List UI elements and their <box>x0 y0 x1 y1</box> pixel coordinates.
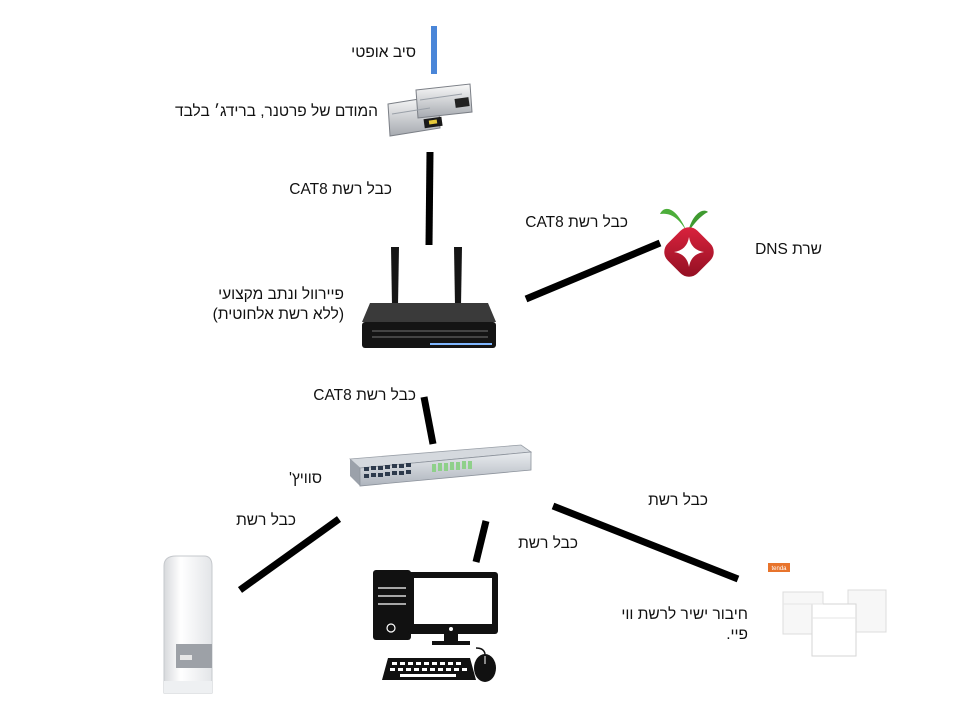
link-switch-mesh <box>551 502 740 583</box>
link-router-switch <box>420 396 437 445</box>
nas-drive-icon <box>163 555 213 694</box>
cable-router-switch-label: כבל רשת CAT8 <box>313 387 416 404</box>
mesh-badge-text: tenda <box>771 566 787 572</box>
cable-router-dns-label: כבל רשת CAT8 <box>525 214 628 231</box>
wifi-label-line2: פיי. <box>726 626 748 643</box>
link-router-dns <box>524 239 662 303</box>
cable-pc-label: כבל רשת <box>518 535 578 552</box>
sfp-module-icon <box>387 83 473 137</box>
firewall-label-line1: פיירוול ונתב מקצועי <box>218 286 344 303</box>
pihole-icon <box>660 208 714 277</box>
desktop-computer-icon <box>373 570 498 682</box>
link-modem-router <box>425 151 434 246</box>
wifi-label-line1: חיבור ישיר לרשת ווי <box>621 606 748 623</box>
cable-modem-router-label: כבל רשת CAT8 <box>289 181 392 198</box>
modem-label: המודם של פרטנר, ברידג׳ בלבד <box>175 103 378 120</box>
firewall-label-line2: (ללא רשת אלחוטית) <box>212 306 344 323</box>
dns-server-label: שרת DNS <box>755 241 822 258</box>
switch-label: סוויץ' <box>288 470 322 487</box>
link-switch-nas <box>237 516 342 593</box>
link-switch-pc <box>472 520 490 563</box>
fiber-label: סיב אופטי <box>351 44 416 61</box>
cable-nas-label: כבל רשת <box>236 512 296 529</box>
router-icon <box>362 247 496 348</box>
cable-mesh-label: כבל רשת <box>648 492 708 509</box>
mesh-wifi-icon: tenda <box>768 563 887 657</box>
network-switch-icon <box>349 444 533 487</box>
